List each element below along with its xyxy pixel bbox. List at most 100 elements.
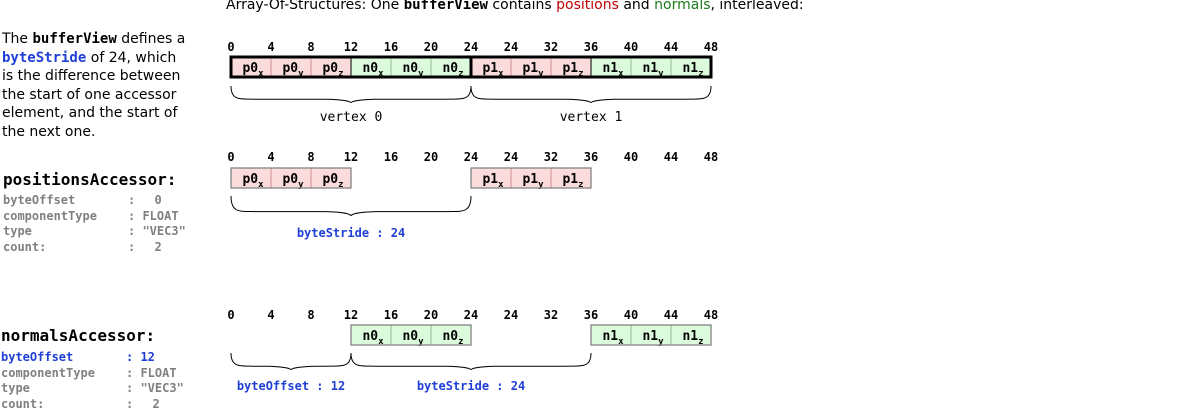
tick-label: 40	[624, 308, 638, 322]
normals-prop-row: componentType: FLOAT	[1, 365, 177, 380]
description-line-3: is the difference between	[2, 68, 181, 84]
description-line-1: The bufferView defines a	[2, 31, 186, 47]
positions-prop-row: type: "VEC3"	[3, 224, 186, 238]
group-outline	[350, 324, 472, 346]
cell-label: n1z	[682, 329, 703, 347]
tick-label: 36	[584, 40, 598, 54]
positions-prop-row: byteOffset: 0	[3, 193, 162, 207]
tick-label: 40	[624, 40, 638, 54]
positions-prop-row: count:: 2	[3, 239, 162, 254]
tick-label: 8	[307, 150, 314, 164]
title-prefix: Array-Of-Structures: One	[226, 0, 404, 13]
positions-accessor-title: positionsAccessor:	[3, 170, 177, 189]
cell-label: n1x	[602, 61, 624, 79]
tick-label: 44	[664, 40, 678, 54]
normals-prop-row: byteOffset: 12	[1, 350, 155, 364]
tick-label: 4	[267, 40, 274, 54]
tick-label: 36	[584, 308, 598, 322]
cell-label: p1y	[522, 172, 544, 190]
tick-label: 48	[704, 150, 718, 164]
tick-label: 0	[227, 40, 234, 54]
tick-label: 0	[227, 150, 234, 164]
tick-label: 0	[227, 308, 234, 322]
title-normals-word: normals	[654, 0, 711, 13]
title-suffix: , interleaved:	[710, 0, 804, 13]
tick-label: 48	[704, 308, 718, 322]
cell-label: n1z	[682, 61, 703, 79]
cell-label: n0z	[442, 61, 463, 79]
description-line-4: the start of one accessor	[2, 86, 177, 103]
group-outline	[470, 167, 592, 189]
cell-label: n1y	[642, 61, 664, 79]
normals-prop-row: count:: 2	[1, 396, 160, 411]
normals-accessor-title: normalsAccessor:	[1, 326, 156, 345]
description-bytestride-code: byteStride	[2, 49, 87, 66]
brace	[230, 85, 472, 104]
tick-label: 24	[504, 150, 518, 164]
title-and-word: and	[618, 0, 655, 13]
brace-label: vertex 1	[560, 110, 623, 125]
cell-label: n1x	[602, 329, 624, 347]
group-outline	[230, 167, 352, 189]
cell-label: n0z	[442, 329, 463, 347]
tick-label: 20	[424, 150, 438, 164]
tick-label: 24	[504, 308, 518, 322]
tick-label: 4	[267, 308, 274, 322]
tick-label: 32	[544, 40, 558, 54]
tick-label: 24	[464, 308, 478, 322]
tick-label: 44	[664, 308, 678, 322]
cell-label: n0y	[402, 329, 424, 347]
description-line-2: byteStride of 24, which	[2, 49, 177, 66]
brace	[230, 352, 352, 371]
cell-label: p1y	[522, 61, 544, 79]
description-bufferview-code: bufferView	[32, 31, 117, 47]
cell-label: p0x	[242, 61, 264, 79]
cell-label: p0y	[282, 61, 304, 79]
tick-label: 12	[344, 40, 358, 54]
cell-label: p0z	[322, 172, 343, 190]
cell-label: p1z	[562, 61, 583, 79]
title-positions-word: positions	[556, 0, 619, 13]
tick-label: 32	[544, 150, 558, 164]
tick-label: 16	[384, 308, 398, 322]
tick-label: 12	[344, 308, 358, 322]
tick-label: 8	[307, 308, 314, 322]
cell-label: n0x	[362, 329, 384, 347]
tick-label: 48	[704, 40, 718, 54]
tick-label: 8	[307, 40, 314, 54]
description: The bufferView defines a byteStride of 2…	[2, 30, 185, 141]
title-middle: contains	[487, 0, 557, 13]
cell-label: n1y	[642, 329, 664, 347]
brace	[350, 352, 592, 371]
cell-label: p1x	[482, 61, 504, 79]
tick-label: 16	[384, 150, 398, 164]
cell-label: p1z	[562, 172, 583, 190]
tick-label: 36	[584, 150, 598, 164]
cell-label: n0x	[362, 61, 384, 79]
brace-code-label: byteStride : 24	[417, 379, 525, 393]
cell-label: p0y	[282, 172, 304, 190]
tick-label: 12	[344, 150, 358, 164]
cell-label: p1x	[482, 172, 504, 190]
normals-accessor-props: byteOffset: 12 componentType: FLOAT type…	[1, 350, 184, 412]
diagram-title: Array-Of-Structures: One bufferView cont…	[226, 0, 804, 13]
tick-label: 16	[384, 40, 398, 54]
normals-prop-row: type: "VEC3"	[1, 381, 184, 395]
tick-label: 4	[267, 150, 274, 164]
tick-label: 44	[664, 150, 678, 164]
group-outline	[590, 324, 712, 346]
positions-accessor-props: byteOffset: 0 componentType: FLOAT type:…	[3, 193, 186, 255]
tick-label: 24	[504, 40, 518, 54]
cell-label: p0z	[322, 61, 343, 79]
tick-label: 24	[464, 150, 478, 164]
brace	[230, 195, 472, 217]
brace	[470, 85, 712, 104]
tick-label: 20	[424, 308, 438, 322]
brace-label: vertex 0	[320, 110, 383, 125]
title-code: bufferView	[403, 0, 488, 13]
cell-label: p0x	[242, 172, 264, 190]
brace-code-label: byteStride : 24	[297, 226, 405, 240]
brace-code-label: byteOffset : 12	[237, 379, 345, 393]
